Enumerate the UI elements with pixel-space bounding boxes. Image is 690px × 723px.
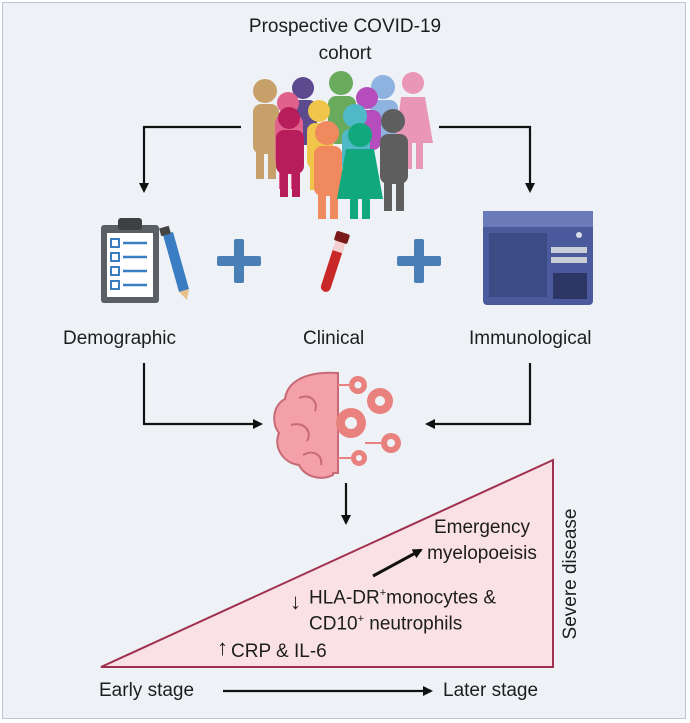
timeline-start: Early stage xyxy=(99,680,195,701)
up-arrow-symbol: ↑ xyxy=(217,635,228,660)
clipboard-checklist-icon xyxy=(101,218,159,303)
severe-disease-label: Severe disease xyxy=(560,508,581,640)
brain-gears-icon xyxy=(273,371,401,479)
diagram-canvas xyxy=(100,71,593,696)
label-clinical: Clinical xyxy=(303,328,365,349)
severity-triangle xyxy=(100,458,554,668)
plus-sign-right xyxy=(397,239,441,283)
arrow-immunological-to-brain xyxy=(425,363,532,429)
blood-tube-icon xyxy=(320,231,350,292)
arrow-to-demographic xyxy=(139,125,241,193)
title-line2: cohort xyxy=(318,43,372,64)
title-line1: Prospective COVID-19 xyxy=(248,16,442,37)
arrow-demographic-to-brain xyxy=(142,363,263,429)
plus-sign-left xyxy=(217,239,261,283)
label-demographic: Demographic xyxy=(63,328,176,349)
people-group-icon xyxy=(253,71,433,219)
emergency-arrow xyxy=(372,548,423,578)
timeline-end: Later stage xyxy=(443,680,539,701)
emergency-line2: myelopoeisis xyxy=(427,543,537,564)
cd10-neutrophils-label: CD10+ neutrophils xyxy=(309,613,463,635)
pencil-icon xyxy=(159,225,189,300)
label-immunological: Immunological xyxy=(469,328,592,349)
down-arrow-symbol: ↓ xyxy=(290,589,301,614)
hla-monocytes-label: HLA-DR+monocytes & xyxy=(309,587,496,609)
crp-il6-label: CRP & IL-6 xyxy=(231,641,327,662)
arrow-to-immunological xyxy=(439,125,535,193)
flow-cytometer-icon xyxy=(483,211,593,305)
emergency-line1: Emergency xyxy=(433,517,531,538)
